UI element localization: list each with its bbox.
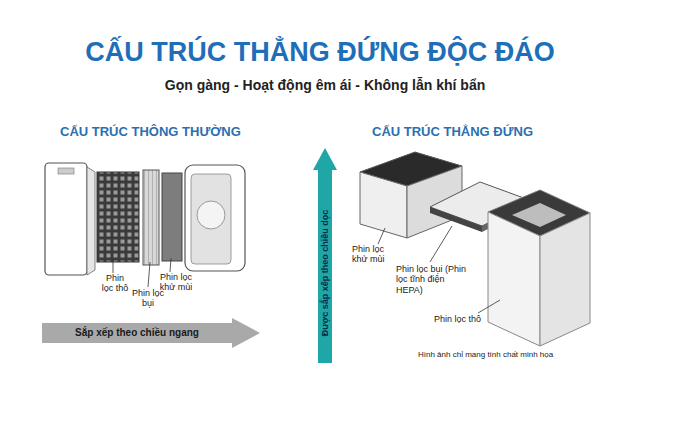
- part-label: Phin lọc thô: [434, 314, 514, 324]
- part-label: Phin lọc bụi (Phin lọc tĩnh điện HEPA): [396, 264, 472, 295]
- horizontal-arrow: Sắp xếp theo chiều ngang: [42, 318, 260, 348]
- part-label: Phin lọc thô: [99, 274, 131, 294]
- caption: Hình ảnh chỉ mang tính chất minh họa: [418, 350, 553, 359]
- arrow-text: Sắp xếp theo chiều ngang: [42, 318, 232, 348]
- main-title: CẤU TRÚC THẲNG ĐỨNG ĐỘC ĐÁO: [0, 37, 640, 68]
- section-heading: CẤU TRÚC THÔNG THƯỜNG: [60, 124, 241, 139]
- part-label: Phin lọc khử mùi: [352, 245, 392, 265]
- part-label: Phin lọc bụi: [130, 289, 166, 309]
- arrow-text: Được sắp xếp theo chiều dọc: [320, 209, 330, 335]
- section-heading: CẤU TRÚC THẲNG ĐỨNG: [372, 124, 533, 139]
- subtitle: Gọn gàng - Hoạt động êm ái - Không lẫn k…: [0, 77, 650, 93]
- vertical-arrow: Được sắp xếp theo chiều dọc: [313, 148, 337, 363]
- part-label: Phin lọc khử mùi: [158, 273, 194, 293]
